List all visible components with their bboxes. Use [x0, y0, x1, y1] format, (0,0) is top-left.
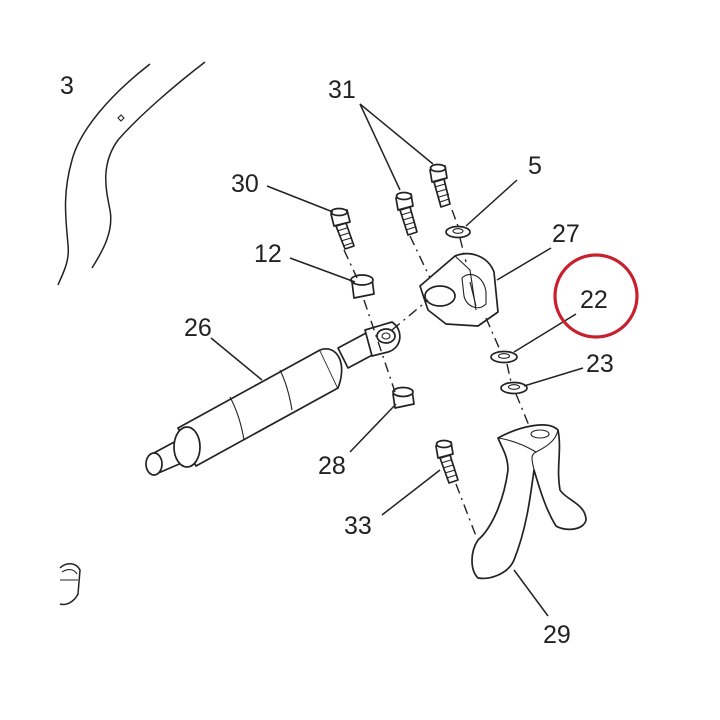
part-29-bracket — [471, 424, 587, 580]
edge-part — [59, 563, 81, 606]
label-27: 27 — [552, 220, 580, 248]
callout-labels: 3 31 5 30 27 12 22 26 23 28 33 29 — [60, 72, 614, 649]
part-31-bolt-right — [429, 163, 451, 208]
part-26-shaft — [145, 321, 401, 476]
label-5: 5 — [528, 152, 542, 180]
leader-lines — [210, 103, 584, 617]
highlight-circle — [553, 253, 639, 339]
part-28-nut — [392, 386, 415, 409]
center-lines — [343, 209, 531, 537]
label-31: 31 — [328, 76, 356, 104]
label-26: 26 — [184, 314, 212, 342]
label-23: 23 — [586, 350, 614, 378]
part-33-bolt — [435, 439, 459, 484]
part-12-collar — [350, 274, 375, 299]
label-33: 33 — [344, 512, 372, 540]
label-28: 28 — [318, 452, 346, 480]
part-5-washer — [445, 225, 471, 239]
label-22: 22 — [580, 286, 608, 314]
label-12: 12 — [254, 240, 282, 268]
part-22-washer — [490, 350, 518, 364]
part-23-washer — [500, 381, 528, 395]
part-30-bolt — [330, 207, 355, 250]
label-29: 29 — [543, 621, 571, 649]
part-31-bolt-left — [395, 191, 418, 236]
label-3: 3 — [60, 72, 74, 100]
part-27-clamp — [419, 252, 499, 327]
part-3-frame — [57, 61, 206, 286]
label-30: 30 — [231, 170, 259, 198]
